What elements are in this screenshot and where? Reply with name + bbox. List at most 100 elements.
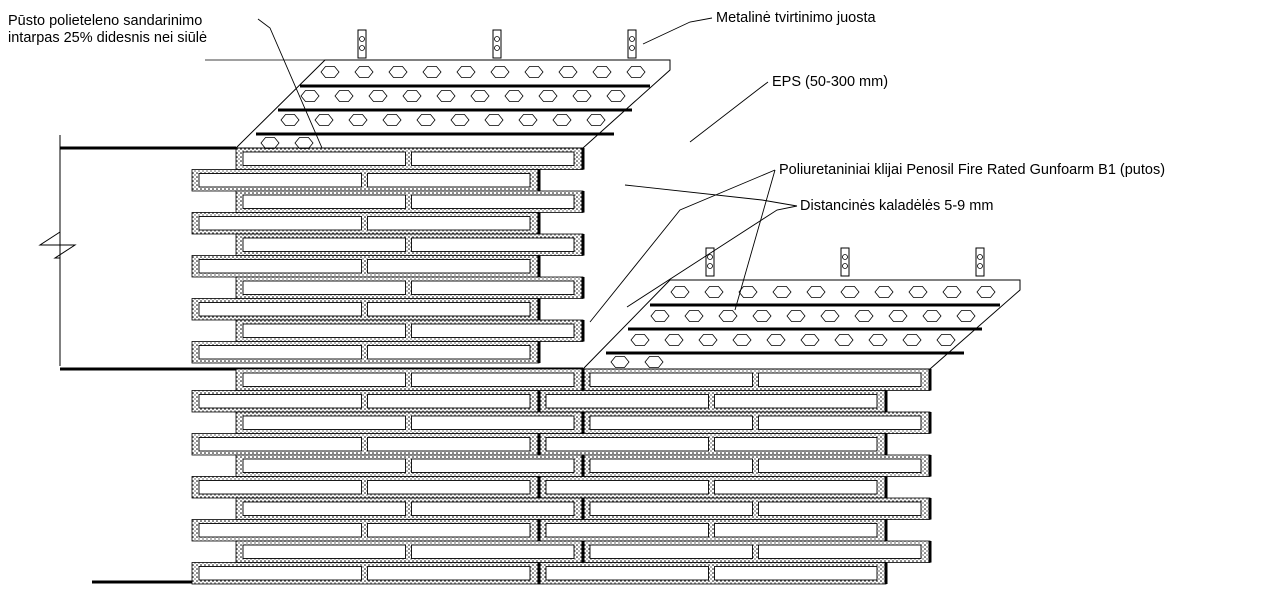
brick <box>198 480 362 495</box>
eps-hex-pattern <box>766 334 786 346</box>
brick <box>411 544 575 559</box>
eps-hex-pattern <box>922 310 942 322</box>
brick <box>367 259 531 274</box>
label-metal-strip: Metalinė tvirtinimo juosta <box>716 10 876 26</box>
eps-hex-pattern <box>644 356 664 368</box>
eps-hex-pattern <box>382 114 402 126</box>
upper-wall-block <box>191 147 585 364</box>
metal-strip <box>357 29 367 59</box>
brick <box>367 173 531 188</box>
label-eps: EPS (50-300 mm) <box>772 74 889 90</box>
eps-hex-pattern <box>388 66 408 78</box>
eps-hex-pattern <box>650 310 670 322</box>
eps-hex-pattern <box>300 90 320 102</box>
metal-strip <box>492 29 502 59</box>
brick <box>411 323 575 338</box>
eps-hex-pattern <box>294 137 314 149</box>
eps-hex-pattern <box>422 66 442 78</box>
eps-hex-pattern <box>572 90 592 102</box>
leader-pu-adhesive-1 <box>734 169 776 311</box>
brick <box>367 394 531 409</box>
metal-strip <box>840 247 850 277</box>
brick <box>758 544 922 559</box>
brick <box>242 501 406 516</box>
eps-hex-pattern <box>874 286 894 298</box>
brick <box>198 566 362 581</box>
brick <box>242 194 406 209</box>
brick <box>198 394 362 409</box>
brick <box>758 501 922 516</box>
brick <box>411 151 575 166</box>
eps-hex-pattern <box>698 334 718 346</box>
brick <box>714 394 878 409</box>
label-sealing-gap: Pūsto polieteleno sandarinimo intarpas 2… <box>8 13 208 46</box>
metal-strip <box>975 247 985 277</box>
brick <box>242 237 406 252</box>
brick <box>242 151 406 166</box>
brick <box>545 566 709 581</box>
eps-hex-pattern <box>630 334 650 346</box>
eps-hex-pattern <box>800 334 820 346</box>
eps-hex-pattern <box>888 310 908 322</box>
brick <box>411 280 575 295</box>
brick <box>367 216 531 231</box>
brick <box>242 415 406 430</box>
brick <box>589 501 753 516</box>
metal-strip <box>627 29 637 59</box>
brick <box>411 415 575 430</box>
brick <box>242 372 406 387</box>
eps-hex-pattern <box>470 90 490 102</box>
fixing-hole <box>494 45 500 51</box>
brick <box>367 480 531 495</box>
brick <box>714 566 878 581</box>
eps-hex-pattern <box>772 286 792 298</box>
brick <box>198 437 362 452</box>
eps-hex-pattern <box>606 90 626 102</box>
eps-hex-pattern <box>538 90 558 102</box>
eps-hex-pattern <box>752 310 772 322</box>
leader-spacers-2 <box>626 205 798 308</box>
brick <box>545 523 709 538</box>
eps-hex-pattern <box>314 114 334 126</box>
eps-hex-pattern <box>456 66 476 78</box>
leader-eps <box>689 81 769 143</box>
fixing-hole <box>707 254 713 260</box>
fixing-hole <box>977 263 983 269</box>
eps-hex-pattern <box>840 286 860 298</box>
fixing-hole <box>494 36 500 42</box>
leader-spacers-1 <box>624 184 798 207</box>
eps-hex-pattern <box>416 114 436 126</box>
brick <box>545 437 709 452</box>
eps-hex-pattern <box>626 66 646 78</box>
leader-lines <box>205 17 798 323</box>
metal-strip <box>705 247 715 277</box>
eps-hex-pattern <box>956 310 976 322</box>
eps-hex-pattern <box>732 334 752 346</box>
brick <box>198 523 362 538</box>
eps-hex-pattern <box>610 356 630 368</box>
fixing-hole <box>629 45 635 51</box>
eps-hex-pattern <box>592 66 612 78</box>
fixing-hole <box>359 45 365 51</box>
leader-metal-strip <box>642 17 713 45</box>
brick <box>589 415 753 430</box>
brick <box>242 323 406 338</box>
brick <box>367 566 531 581</box>
eps-hex-pattern <box>490 66 510 78</box>
lower-eps-top <box>581 279 1021 370</box>
brick <box>242 280 406 295</box>
eps-top-face <box>234 59 671 149</box>
eps-hex-pattern <box>354 66 374 78</box>
brick <box>714 523 878 538</box>
eps-hex-pattern <box>936 334 956 346</box>
eps-hex-pattern <box>834 334 854 346</box>
brick <box>411 194 575 209</box>
eps-hex-pattern <box>348 114 368 126</box>
eps-hex-pattern <box>334 90 354 102</box>
brick <box>367 302 531 317</box>
eps-hex-pattern <box>518 114 538 126</box>
brick <box>198 216 362 231</box>
eps-hex-pattern <box>976 286 996 298</box>
